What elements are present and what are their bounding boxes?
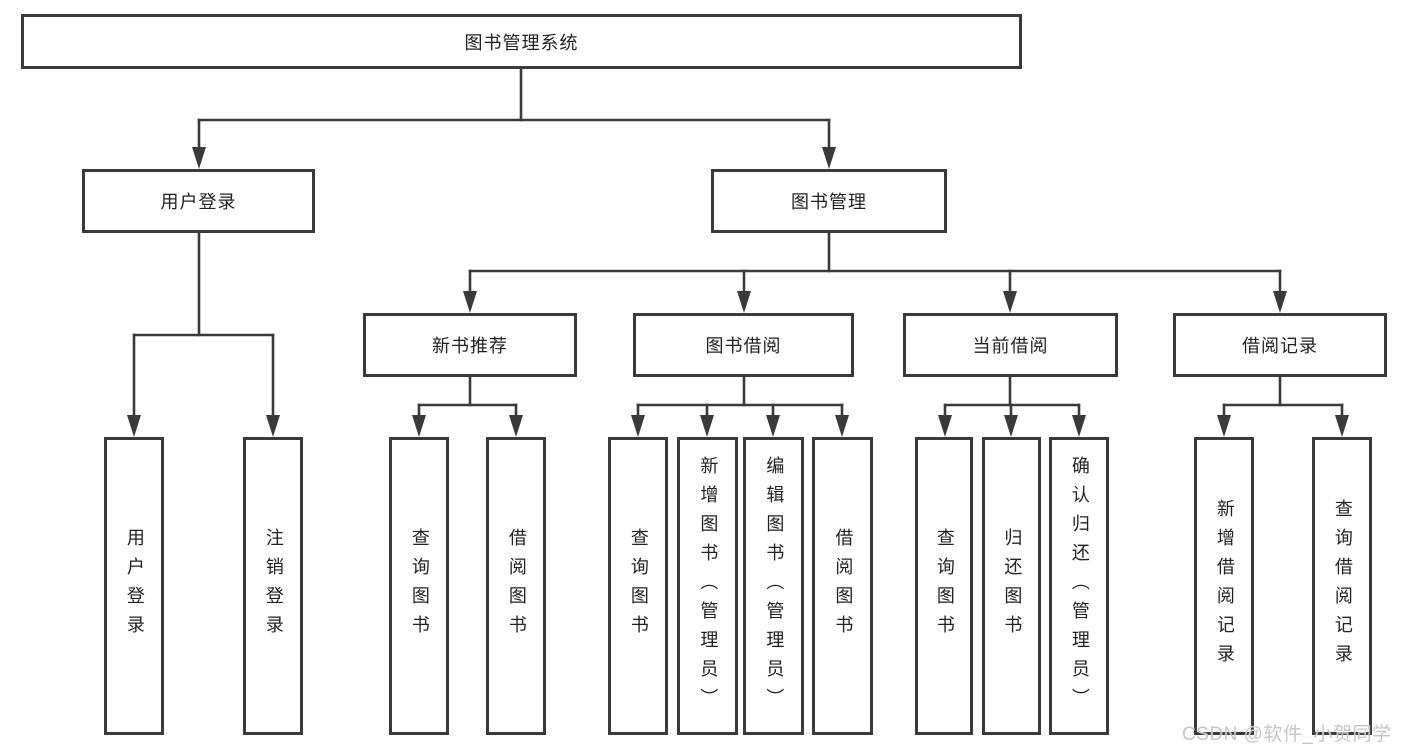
- leaf-logout: 注销登录: [243, 437, 303, 735]
- leaf-current-query-book-label: 查询图书: [934, 528, 955, 644]
- leaf-current-query-book: 查询图书: [915, 437, 973, 735]
- leaf-borrow-edit-book-admin-label: 编辑图书（管理员）: [764, 455, 785, 717]
- node-book-borrow-label: 图书借阅: [705, 336, 782, 356]
- leaf-borrow-query-book-label: 查询图书: [628, 528, 649, 644]
- node-new-book-recommend-label: 新书推荐: [432, 336, 508, 356]
- leaf-borrow-edit-book-admin: 编辑图书（管理员）: [743, 437, 804, 735]
- node-root-label: 图书管理系统: [464, 32, 579, 53]
- leaf-borrow-query-book: 查询图书: [608, 437, 668, 735]
- leaf-record-add-record-label: 新增借阅记录: [1214, 499, 1235, 673]
- leaf-recommend-query-book: 查询图书: [389, 437, 449, 735]
- node-current-borrow-label: 当前借阅: [972, 336, 1049, 356]
- node-borrow-record: 借阅记录: [1173, 313, 1387, 377]
- node-user-login: 用户登录: [82, 169, 315, 233]
- leaf-current-return-book: 归还图书: [982, 437, 1041, 735]
- node-book-management: 图书管理: [711, 169, 947, 233]
- leaf-borrow-borrow-book-label: 借阅图书: [833, 528, 854, 644]
- leaf-logout-label: 注销登录: [263, 528, 284, 644]
- node-user-login-label: 用户登录: [160, 192, 237, 212]
- node-root: 图书管理系统: [21, 14, 1022, 69]
- leaf-recommend-borrow-book-label: 借阅图书: [506, 528, 527, 644]
- leaf-borrow-add-book-admin: 新增图书（管理员）: [677, 437, 738, 735]
- leaf-record-query-record: 查询借阅记录: [1312, 437, 1372, 735]
- node-current-borrow: 当前借阅: [903, 313, 1118, 377]
- node-book-borrow: 图书借阅: [633, 313, 854, 377]
- leaf-user-login: 用户登录: [104, 437, 164, 735]
- leaf-record-query-record-label: 查询借阅记录: [1332, 499, 1353, 673]
- leaf-borrow-add-book-admin-label: 新增图书（管理员）: [698, 455, 719, 717]
- node-new-book-recommend: 新书推荐: [363, 313, 577, 377]
- node-borrow-record-label: 借阅记录: [1242, 336, 1318, 356]
- leaf-current-confirm-return-admin-label: 确认归还（管理员）: [1069, 455, 1090, 717]
- leaf-recommend-borrow-book: 借阅图书: [486, 437, 546, 735]
- leaf-borrow-borrow-book: 借阅图书: [812, 437, 873, 735]
- leaf-recommend-query-book-label: 查询图书: [409, 528, 430, 644]
- leaf-current-confirm-return-admin: 确认归还（管理员）: [1049, 437, 1109, 735]
- node-book-management-label: 图书管理: [791, 192, 867, 212]
- leaf-current-return-book-label: 归还图书: [1002, 528, 1023, 644]
- leaf-record-add-record: 新增借阅记录: [1194, 437, 1254, 735]
- csdn-watermark: CSDN @软件_小贺同学: [1182, 724, 1392, 745]
- leaf-user-login-label: 用户登录: [124, 528, 145, 644]
